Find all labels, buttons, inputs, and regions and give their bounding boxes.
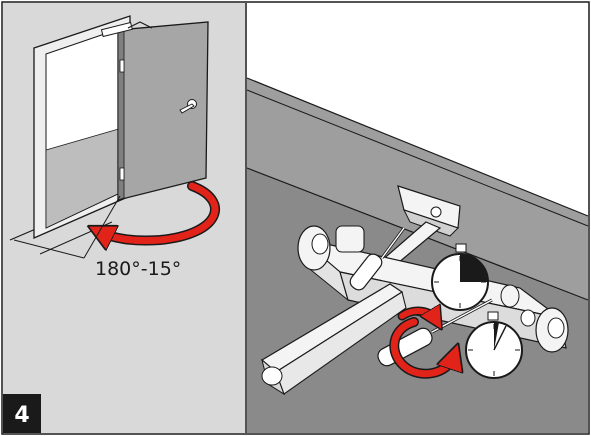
angle-label: 180°-15° bbox=[95, 258, 181, 280]
rotate-adjust-icon bbox=[389, 311, 454, 379]
rotation-arrow-icon bbox=[100, 181, 220, 241]
door-opening-panel: 180°-15° bbox=[3, 3, 245, 433]
stopwatch-icon bbox=[465, 311, 523, 379]
stopwatch-icon bbox=[431, 243, 489, 311]
screwdriver-icon bbox=[349, 227, 406, 291]
step-number-badge: 4 bbox=[3, 394, 41, 433]
open-door-icon bbox=[33, 15, 209, 239]
closer-adjustment-panel bbox=[246, 3, 589, 433]
angle-guide-line bbox=[83, 195, 121, 259]
angle-guide-line bbox=[13, 239, 85, 259]
step-number: 4 bbox=[14, 403, 29, 428]
door-closer-icon bbox=[260, 185, 569, 396]
